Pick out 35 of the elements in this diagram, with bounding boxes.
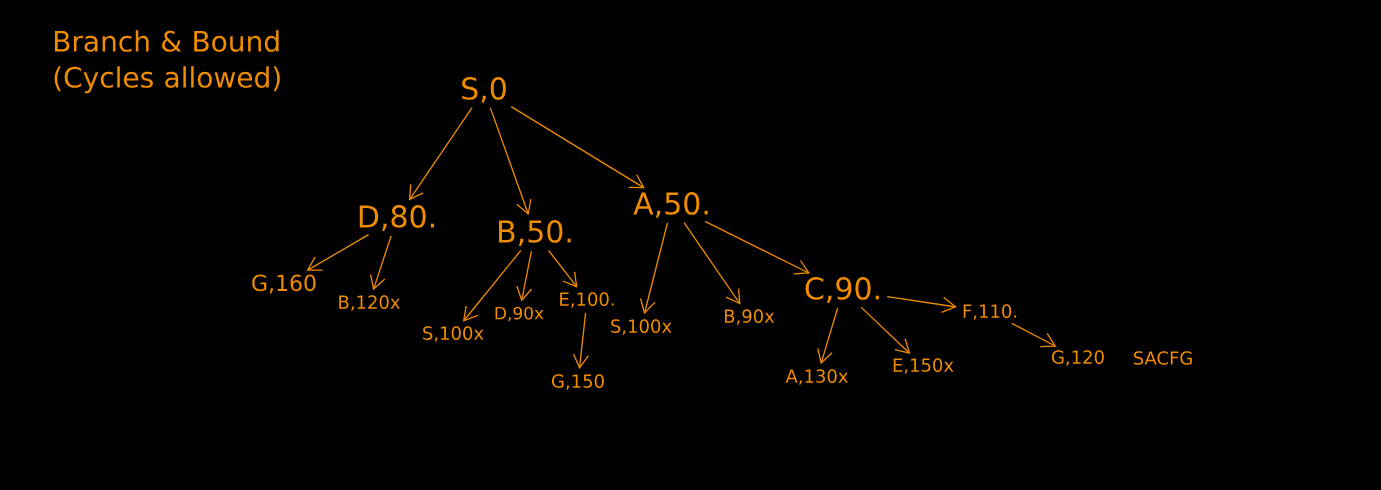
node-label: D,90x	[495, 306, 544, 322]
node-label: A,130x	[785, 369, 848, 385]
node-label: B,120x	[339, 295, 400, 311]
arrow	[489, 107, 532, 216]
arrow	[860, 306, 911, 354]
node-label: S,100x	[611, 319, 672, 335]
node-label: E,100.	[560, 292, 614, 308]
node-label: E,150x	[893, 358, 954, 374]
arrow	[369, 235, 392, 291]
arrow	[683, 221, 741, 305]
node-label: G,120	[1052, 350, 1104, 366]
arrow	[510, 106, 645, 189]
node-label: A,50.	[633, 192, 708, 218]
node-label: G,150	[552, 374, 604, 390]
arrow	[817, 307, 839, 365]
arrow	[547, 249, 578, 288]
path-label: SACFG	[1133, 351, 1192, 365]
arrow	[704, 220, 810, 275]
arrow	[1011, 322, 1057, 348]
node-label: G,160	[252, 274, 316, 294]
title: Branch & Bound (Cycles allowed)	[54, 30, 280, 94]
node-label: B,50.	[499, 220, 571, 246]
arrow	[639, 222, 669, 315]
arrow	[886, 296, 957, 313]
arrow	[306, 233, 370, 271]
arrow	[408, 106, 473, 201]
arrow	[462, 249, 522, 322]
node-label: S,100x	[423, 326, 484, 342]
node-label: D,80.	[359, 205, 434, 231]
node-label: B,90x	[724, 309, 775, 325]
node-label: S,0	[462, 77, 506, 103]
node-label: F,110.	[963, 304, 1017, 320]
arrow	[572, 312, 590, 370]
arrow	[516, 250, 533, 302]
node-label: C,90.	[805, 277, 879, 303]
